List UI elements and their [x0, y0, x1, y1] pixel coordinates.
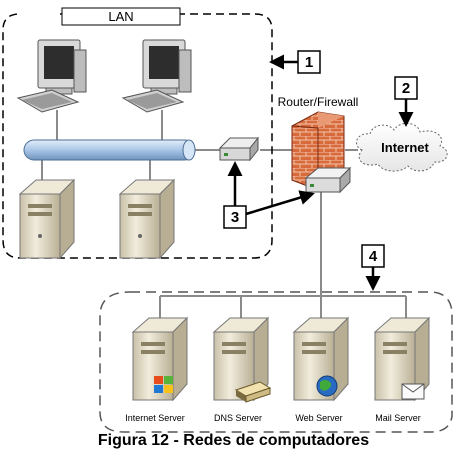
envelope-icon [401, 383, 425, 400]
switch-icon [218, 136, 260, 162]
web-server-label: Web Server [295, 413, 342, 423]
windows-logo-icon [154, 376, 173, 393]
callout-3-number: 3 [231, 209, 239, 226]
callout-1: 1 [269, 50, 321, 74]
callout-1-number: 1 [305, 54, 313, 71]
workstation-icon [16, 39, 87, 113]
mail-server-icon [373, 316, 431, 402]
router-icon [304, 166, 352, 194]
router-firewall-label: Router/Firewall [278, 95, 359, 109]
callout-3: 3 [223, 161, 315, 229]
web-server-icon [292, 316, 350, 402]
internet-label: Internet [381, 140, 429, 155]
callout-4: 4 [361, 244, 385, 291]
callout-2-number: 2 [402, 80, 410, 97]
callout-2: 2 [394, 76, 418, 127]
lan-label-box [61, 7, 181, 26]
address-book-icon [234, 381, 272, 403]
figure-caption: Figura 12 - Redes de computadores [97, 432, 370, 449]
internet-server-icon [131, 316, 189, 402]
lan-server-icon [118, 178, 176, 260]
internet-server-label: Internet Server [125, 413, 185, 423]
mail-server-label: Mail Server [375, 413, 421, 423]
dns-server-label: DNS Server [214, 413, 262, 423]
cables [41, 110, 407, 320]
lan-label: LAN [108, 9, 133, 24]
globe-icon [316, 375, 338, 397]
callout-4-number: 4 [369, 248, 378, 265]
lan-bus [23, 139, 196, 161]
lan-boundary [2, 13, 273, 259]
dns-server-icon [212, 316, 270, 402]
server-zone-boundary [99, 291, 453, 433]
lan-server-icon [18, 178, 76, 260]
internet-cloud-icon [355, 123, 448, 172]
workstation-icon [121, 39, 192, 113]
